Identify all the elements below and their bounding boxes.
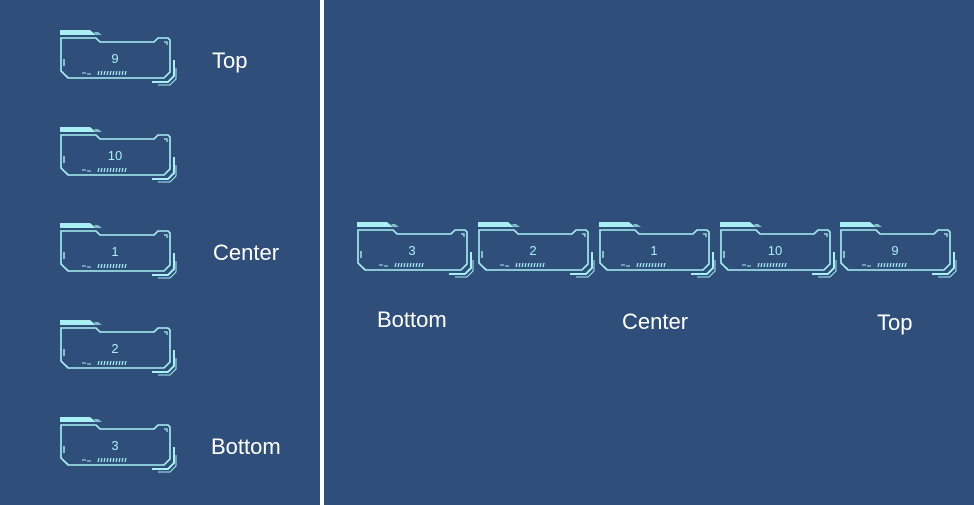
tile-number: 3	[408, 243, 416, 258]
list-item[interactable]: 10	[58, 127, 178, 189]
horizontal-bottom-label: Bottom	[377, 307, 447, 332]
list-item[interactable]: 2	[58, 320, 178, 382]
horizontal-top-label: Top	[877, 310, 913, 335]
tile-number: 10	[107, 148, 123, 163]
list-item[interactable]: 3	[58, 417, 178, 479]
tile-number: 1	[650, 243, 658, 258]
tile-number: 9	[891, 243, 899, 258]
tile-number: 1	[111, 244, 119, 259]
panel-divider	[320, 0, 324, 505]
list-item[interactable]: 1	[58, 223, 178, 285]
list-item[interactable]: 9	[58, 30, 178, 92]
vertical-top-label: Top	[212, 48, 248, 73]
list-item[interactable]: 9	[838, 222, 958, 284]
list-item[interactable]: 2	[476, 222, 596, 284]
horizontal-center-label: Center	[622, 309, 689, 334]
list-item[interactable]: 3	[355, 222, 475, 284]
vertical-bottom-label: Bottom	[211, 434, 281, 459]
vertical-center-label: Center	[213, 240, 280, 265]
tile-number: 3	[111, 438, 119, 453]
list-item[interactable]: 10	[718, 222, 838, 284]
tile-number: 10	[767, 243, 783, 258]
tile-number: 9	[111, 51, 119, 66]
list-item[interactable]: 1	[597, 222, 717, 284]
tile-number: 2	[529, 243, 537, 258]
tile-number: 2	[111, 341, 119, 356]
